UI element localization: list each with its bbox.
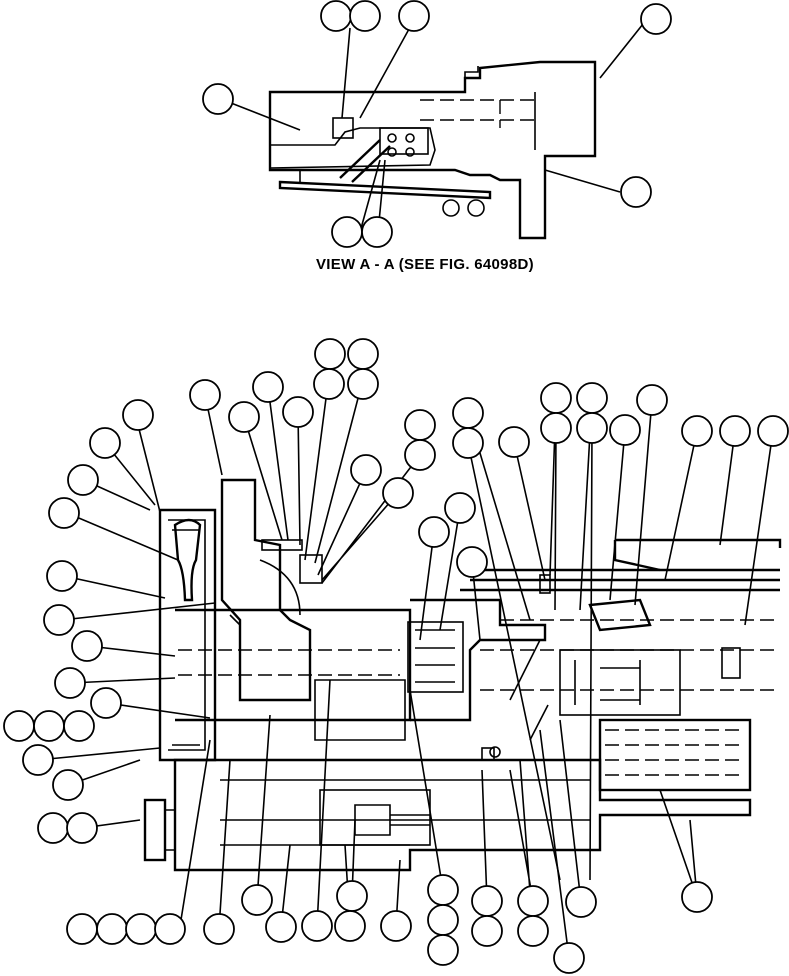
- balloon: [719, 415, 751, 447]
- balloon: [404, 439, 436, 471]
- balloon: [334, 910, 366, 942]
- balloon: [3, 710, 35, 742]
- balloon: [125, 913, 157, 945]
- leader-lines: [37, 19, 774, 959]
- balloon: [398, 0, 430, 32]
- balloon: [46, 560, 78, 592]
- balloon: [620, 176, 652, 208]
- balloon: [452, 427, 484, 459]
- balloon: [380, 910, 412, 942]
- balloon: [265, 911, 297, 943]
- balloon: [636, 384, 668, 416]
- balloon: [66, 913, 98, 945]
- callout-balloons: [3, 0, 789, 974]
- balloon: [331, 216, 363, 248]
- balloon: [444, 492, 476, 524]
- balloon: [301, 910, 333, 942]
- balloon: [314, 338, 346, 370]
- balloon: [48, 497, 80, 529]
- balloon: [203, 913, 235, 945]
- balloon: [22, 744, 54, 776]
- balloon: [757, 415, 789, 447]
- main-assembly: [143, 478, 782, 872]
- balloon: [517, 885, 549, 917]
- balloon: [90, 687, 122, 719]
- balloon: [540, 412, 572, 444]
- balloon: [336, 880, 368, 912]
- balloon: [565, 886, 597, 918]
- balloon: [63, 710, 95, 742]
- balloon: [122, 399, 154, 431]
- balloon: [71, 630, 103, 662]
- balloon: [517, 915, 549, 947]
- balloon: [471, 885, 503, 917]
- balloon: [228, 401, 260, 433]
- balloon: [609, 414, 641, 446]
- balloon: [66, 812, 98, 844]
- balloon: [471, 915, 503, 947]
- balloon: [282, 396, 314, 428]
- balloon: [96, 913, 128, 945]
- balloon: [313, 368, 345, 400]
- balloon: [576, 382, 608, 414]
- balloon: [361, 216, 393, 248]
- balloon: [681, 415, 713, 447]
- balloon: [202, 83, 234, 115]
- balloon: [241, 884, 273, 916]
- balloon: [37, 812, 69, 844]
- view-caption: VIEW A - A (SEE FIG. 64098D): [316, 256, 534, 273]
- balloon: [498, 426, 530, 458]
- balloon: [427, 874, 459, 906]
- balloon: [52, 769, 84, 801]
- balloon: [154, 913, 186, 945]
- view-a-a-detail: [268, 60, 597, 240]
- balloon: [350, 454, 382, 486]
- balloon: [452, 397, 484, 429]
- balloon: [33, 710, 65, 742]
- balloon: [640, 3, 672, 35]
- balloon: [418, 516, 450, 548]
- balloon: [252, 371, 284, 403]
- balloon: [576, 412, 608, 444]
- balloon: [456, 546, 488, 578]
- balloon: [427, 904, 459, 936]
- balloon: [681, 881, 713, 913]
- balloon: [553, 942, 585, 974]
- balloon: [54, 667, 86, 699]
- balloon: [349, 0, 381, 32]
- balloon: [189, 379, 221, 411]
- balloon: [89, 427, 121, 459]
- balloon: [404, 409, 436, 441]
- balloon: [347, 338, 379, 370]
- balloon: [382, 477, 414, 509]
- balloon: [347, 368, 379, 400]
- balloon: [540, 382, 572, 414]
- balloon: [67, 464, 99, 496]
- balloon: [427, 934, 459, 966]
- balloon: [320, 0, 352, 32]
- balloon: [43, 604, 75, 636]
